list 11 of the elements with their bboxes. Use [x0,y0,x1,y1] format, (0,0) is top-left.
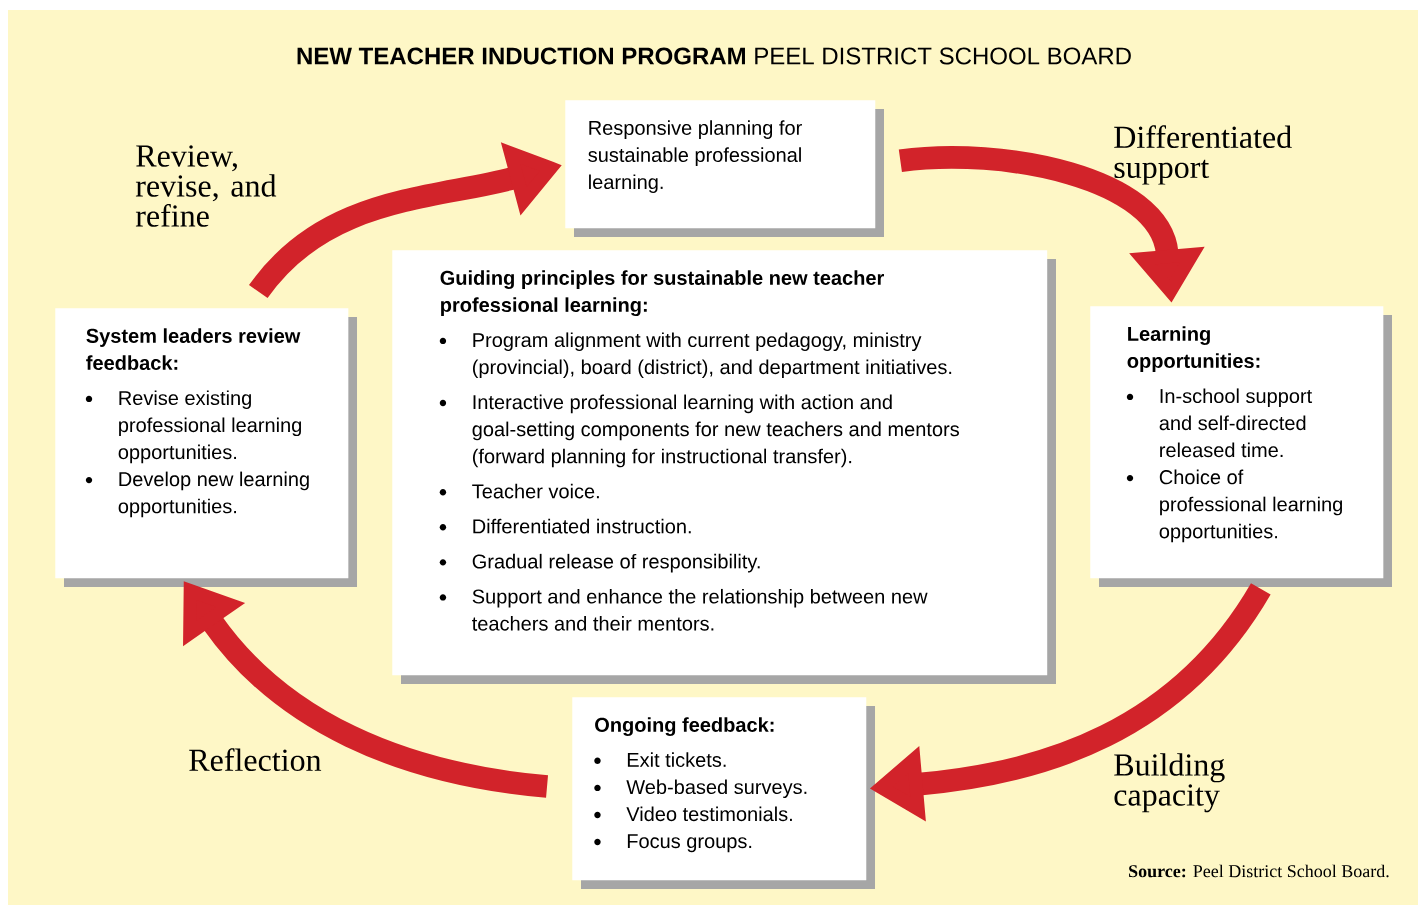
text-box: Responsive planning for sustainable professional learning. [565,100,884,237]
text-box: Ongoing feedback: Exit tickets. Web-based surveys. Video testimonials. Focus groups. [572,697,875,889]
edge-label: Reflection [189,748,322,772]
edge-label: Review, revise, and refine [135,145,277,227]
text-box: System leaders review feedback: Revise existing professional learning opportunities. Develop new learning opportunities. [55,308,357,587]
title: NEW TEACHER INDUCTION PROGRAM PEEL DISTRICT SCHOOL BOARD [297,47,1131,65]
caption: Source: Peel District School Board. [1129,864,1389,878]
text-box: Learning opportunities: In-school support and self-directed released time. Choice of professional learning opportunities. [1090,306,1392,587]
edge-label: Building capacity [1114,753,1225,813]
edge-label: Differentiated support [1114,125,1292,185]
text-box: Guiding principles for sustainable new teacher professional learning: Program alignment with current pedagogy, ministry (provincial), board (district), and department initiatives. Interactive professional learning with action and goal-setting components for new teachers and mentors (forward planning for instructional transfer). Teacher voice. Differentiated instruction. Gradual release of responsibility. Support and enhance the relationship between new teachers and their mentors. [392,250,1056,684]
